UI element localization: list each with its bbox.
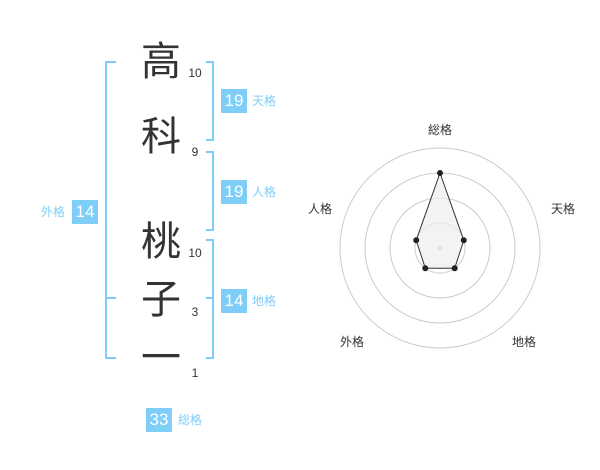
- name-char-2: 科: [141, 114, 181, 160]
- radar-point-2: [460, 237, 467, 244]
- gaikaku-label: 外格: [41, 205, 66, 219]
- radar-label-gaikaku: 外格: [340, 335, 365, 349]
- tenkaku-value: 19: [221, 89, 247, 113]
- gaikaku-bracket: [105, 61, 116, 359]
- radar-label-chikaku: 地格: [512, 335, 537, 349]
- soukaku-value: 33: [146, 408, 172, 432]
- radar-point-5: [413, 237, 420, 244]
- radar-point-1: [437, 170, 443, 176]
- tenkaku-bracket: [206, 61, 214, 141]
- jinkaku-label: 人格: [252, 185, 277, 199]
- soukaku-label: 総格: [178, 413, 203, 427]
- name-char-4-strokes: 3: [191, 305, 199, 319]
- radar-label-tenkaku: 天格: [551, 202, 576, 216]
- radar-point-3: [451, 265, 458, 272]
- radar-ring: [339, 147, 541, 349]
- radar-label-soukaku: 総格: [428, 123, 453, 137]
- name-char-5-strokes: 1: [191, 366, 199, 380]
- jinkaku-bracket: [206, 151, 214, 231]
- gaikaku-value: 14: [72, 200, 98, 224]
- chikaku-label: 地格: [252, 294, 277, 308]
- radar-point-4: [422, 265, 429, 272]
- name-char-3: 桃: [141, 219, 181, 265]
- name-char-1-strokes: 10: [188, 66, 202, 80]
- tenkaku-label: 天格: [252, 94, 277, 108]
- name-char-4: 子: [141, 277, 181, 323]
- name-char-5: 一: [141, 335, 181, 381]
- name-char-3-strokes: 10: [188, 246, 202, 260]
- name-char-1: 高: [141, 39, 181, 85]
- jinkaku-value: 19: [221, 180, 247, 204]
- radar-polygon: [415, 171, 465, 269]
- radar-label-jinkaku: 人格: [308, 202, 333, 216]
- name-char-2-strokes: 9: [191, 145, 199, 159]
- chikaku-value: 14: [221, 289, 247, 313]
- radar-shape: [413, 170, 467, 272]
